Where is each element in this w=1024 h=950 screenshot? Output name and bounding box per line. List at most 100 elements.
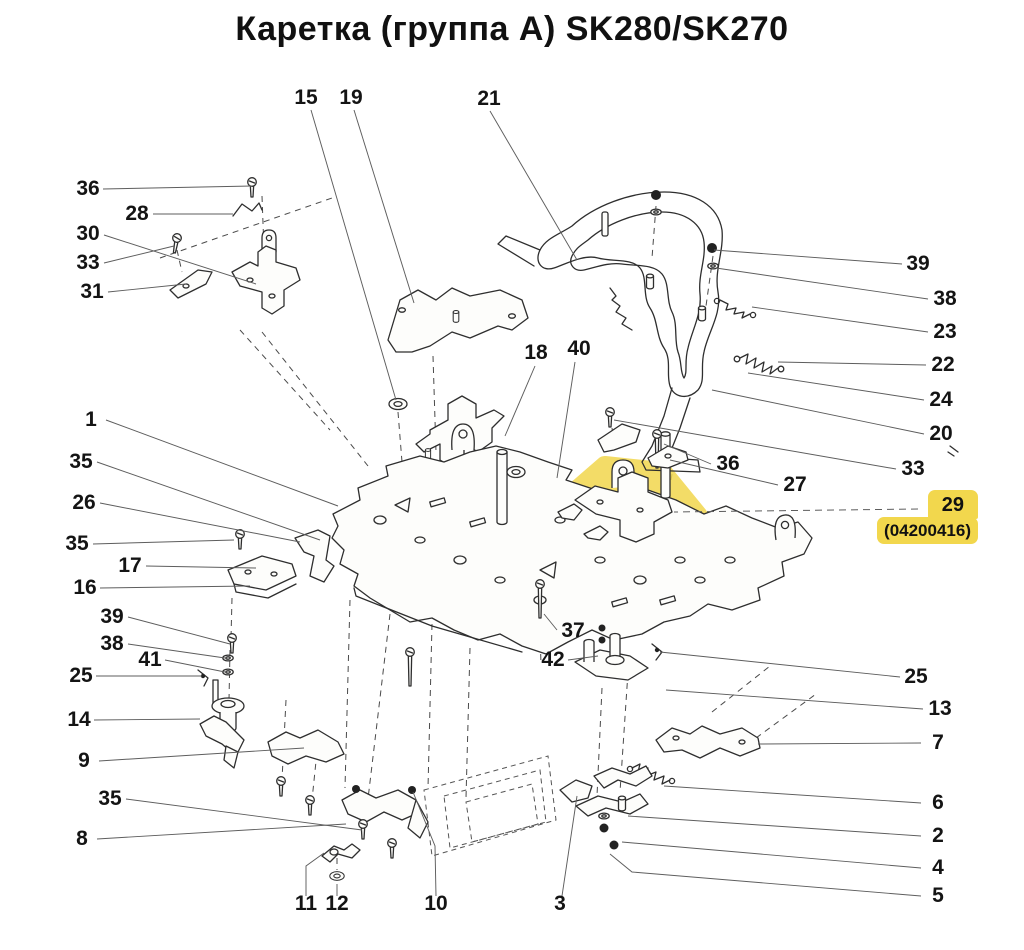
leader-line	[556, 361, 576, 479]
frame-assembly	[497, 190, 785, 473]
leader-line	[127, 643, 226, 659]
part-13-assembly	[535, 579, 663, 681]
part-label-40: 40	[567, 337, 590, 360]
leader-line	[747, 372, 925, 401]
leader-line	[96, 461, 321, 541]
leader-line	[665, 689, 924, 710]
part-label-15: 15	[294, 86, 318, 109]
leader-line	[310, 109, 397, 401]
part-label-22: 22	[931, 353, 954, 376]
part-30-assembly	[169, 177, 301, 315]
leader-line	[103, 245, 175, 264]
highlighted-part-number[interactable]: 29	[927, 490, 978, 519]
part-label-31: 31	[80, 280, 104, 303]
leader-line	[102, 185, 253, 190]
leader-line	[659, 651, 901, 678]
part-label-4: 4	[932, 856, 944, 879]
leader-line	[99, 502, 301, 543]
part-label-1: 1	[85, 408, 97, 431]
leader-line	[621, 841, 922, 869]
leader-line	[96, 823, 347, 840]
part-label-11: 11	[295, 892, 318, 915]
leader-line	[93, 718, 201, 721]
stray-mark	[947, 445, 959, 457]
part-label-42: 42	[541, 648, 564, 671]
part-label-25: 25	[904, 665, 928, 688]
leader-line	[489, 110, 578, 261]
leader-line	[412, 791, 437, 897]
carriage-base-plate	[331, 423, 813, 687]
leader-line	[127, 616, 231, 645]
leader-line	[711, 389, 925, 435]
part-label-33: 33	[76, 251, 99, 274]
leader-line	[164, 659, 226, 673]
part-29-bracket[interactable]	[557, 459, 673, 543]
leader-line	[305, 852, 325, 896]
leader-line	[125, 798, 363, 831]
highlight-badge[interactable]: 29 (04200416)	[856, 490, 978, 544]
part-label-30: 30	[76, 222, 99, 245]
part-label-35: 35	[69, 450, 93, 473]
part-label-13: 13	[928, 697, 951, 720]
part-label-39: 39	[906, 252, 929, 275]
part-label-28: 28	[125, 202, 149, 225]
part-label-10: 10	[424, 892, 447, 915]
leader-line	[353, 109, 415, 304]
part-label-37: 37	[561, 619, 584, 642]
part-label-36: 36	[716, 452, 739, 475]
part-label-27: 27	[783, 473, 806, 496]
part-label-12: 12	[325, 892, 348, 915]
leader-line	[757, 742, 922, 745]
part-label-7: 7	[932, 731, 944, 754]
part-label-17: 17	[118, 554, 141, 577]
leader-line	[543, 613, 558, 631]
part-label-16: 16	[73, 576, 96, 599]
part-label-36: 36	[76, 177, 99, 200]
part-label-5: 5	[932, 884, 944, 907]
leader-line	[669, 459, 779, 486]
part-11-12	[321, 843, 361, 881]
part-9-bracket	[267, 729, 345, 816]
leader-line	[98, 747, 305, 762]
part-14-assembly	[199, 679, 245, 769]
part-label-33: 33	[901, 457, 924, 480]
leader-line	[627, 815, 922, 837]
badge-leader-line	[673, 508, 919, 513]
part-label-14: 14	[67, 708, 91, 731]
leader-line	[715, 267, 929, 300]
leader-line	[713, 249, 903, 265]
part-label-21: 21	[477, 87, 501, 110]
part-label-39: 39	[100, 605, 123, 628]
leader-line	[663, 443, 712, 465]
leader-line	[777, 361, 927, 366]
latch-bracket	[597, 407, 689, 469]
part-label-26: 26	[72, 491, 95, 514]
leader-line	[145, 565, 257, 569]
part-label-3: 3	[554, 892, 566, 915]
leader-line	[99, 585, 251, 589]
leader-line	[107, 283, 187, 293]
leader-line	[561, 795, 578, 897]
part-label-41: 41	[138, 648, 162, 671]
part-label-6: 6	[932, 791, 944, 814]
part-label-23: 23	[933, 320, 956, 343]
part-label-2: 2	[932, 824, 944, 847]
part-label-38: 38	[933, 287, 957, 310]
highlighted-part-code[interactable]: (04200416)	[877, 517, 978, 544]
leader-line	[751, 306, 929, 333]
left-bracket-cluster	[197, 529, 335, 687]
part-label-35: 35	[65, 532, 89, 555]
part-label-9: 9	[78, 749, 90, 772]
part-7-bracket	[655, 725, 761, 759]
leader-line	[504, 365, 536, 437]
leader-line	[609, 853, 922, 897]
leader-line	[105, 419, 339, 507]
leader-line	[663, 785, 922, 804]
part-label-18: 18	[524, 341, 548, 364]
leader-line	[92, 539, 235, 545]
part-label-35: 35	[98, 787, 122, 810]
leader-line	[613, 419, 897, 470]
